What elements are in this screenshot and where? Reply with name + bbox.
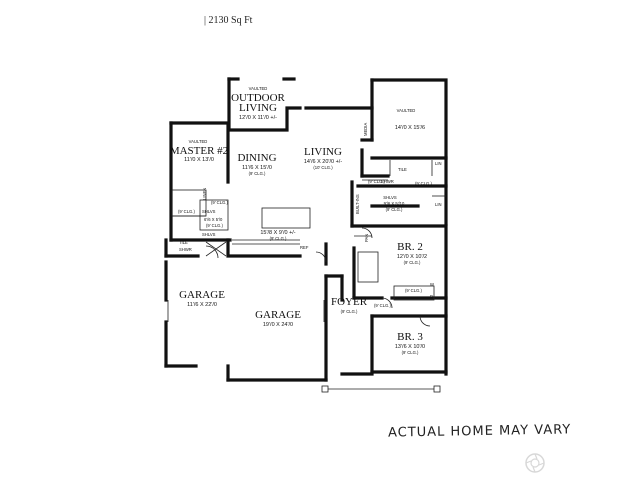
dining-name: DINING [237, 152, 276, 164]
linen-label: LINEN [202, 188, 207, 200]
kitchen-size: 15'/8 X 9'/0 +/- [260, 230, 295, 236]
garage-left-size: 11'/6 X 22'/0 [187, 302, 217, 308]
master2-tag: VAULTED [189, 139, 208, 144]
br2-name: BR. 2 [397, 241, 423, 253]
living-size: 14'/6 X 20'/0 +/- [304, 159, 343, 165]
outdoor-size: 12'/0 X 11'/0 +/- [239, 115, 277, 121]
tile-label-right: TILE [398, 167, 407, 172]
clg-label-bath-b: (9' CLG.) [415, 181, 432, 186]
walls [164, 77, 448, 382]
outdoor-name-line1: OUTDOOR [231, 92, 285, 104]
clg-label-bath-a: (9' CLG.) [368, 179, 385, 184]
lin-label-lower: LIN [435, 202, 442, 207]
disclaimer-note: ACTUAL HOME MAY VARY [387, 422, 572, 441]
dryer-label: D [430, 294, 433, 299]
br3-name: BR. 3 [397, 331, 423, 343]
media-label: MEDIA [363, 123, 368, 136]
foyer-name: FOYER [331, 296, 368, 308]
shlvs-main-size: 9'/6 X 5'/10 [384, 201, 405, 206]
vaulted-room-size: 14'/0 X 15'/6 [395, 125, 425, 131]
shlvs-label-a: SHLVS [202, 209, 216, 214]
br3-size: 13'/6 X 10'/0 [395, 344, 425, 350]
garage-main-size: 19'/0 X 24'/0 [263, 322, 293, 328]
clg-label-hall: (9' CLG.) [374, 303, 391, 308]
shlvs-main-name: SHLVS [383, 195, 397, 200]
vaulted-room-tag: VAULTED [397, 108, 416, 113]
garage-left-name: GARAGE [179, 289, 225, 301]
br2-size: 12'/0 X 10'/2 [397, 254, 427, 260]
builtins-label: BUILT-INS [355, 194, 360, 214]
shlvs-label-b: SHLVS [202, 232, 216, 237]
pan-label: PAN [364, 234, 369, 242]
foyer-clg: (9' CLG.) [341, 309, 358, 314]
closet-size-label: 6'/6 X 5'/0 [204, 217, 223, 222]
shlvs-main-clg: (9' CLG.) [386, 207, 403, 212]
plan-area-header: | 2130 Sq Ft [204, 15, 253, 26]
clg-label-laundry: (9' CLG.) [405, 288, 422, 293]
interior-details [167, 160, 446, 393]
living-name: LIVING [304, 146, 342, 158]
outdoor-name-line2: LIVING [239, 102, 277, 114]
lin-label-upper: LIN [435, 161, 442, 166]
dining-size: 11'/6 X 15'/0 [242, 165, 272, 171]
dining-clg: (9' CLG.) [249, 171, 266, 176]
br3-clg: (9' CLG.) [402, 350, 419, 355]
shwr-label-right: SHWR [381, 179, 394, 184]
outdoor-vaulted-tag: VAULTED [249, 86, 268, 91]
aperture-watermark-icon [525, 453, 545, 473]
clg-label-closet: (9' CLG.) [206, 223, 223, 228]
garage-main-name: GARAGE [255, 309, 301, 321]
clg-label-master-closet: (9' CLG.) [211, 200, 228, 205]
washer-label: W [430, 282, 434, 287]
fixture-labels: MEDIA LIN LIN TILE SHWR (9' CLG.) (9' CL… [178, 123, 442, 308]
master2-size: 11'/0 X 13'/0 [184, 157, 214, 163]
master2-name: MASTER #2 [170, 145, 228, 157]
ref-label: REF [300, 245, 309, 250]
clg-label-master-bath: (9' CLG.) [178, 209, 195, 214]
kitchen-clg: (9' CLG.) [270, 236, 287, 241]
room-labels: VAULTED OUTDOOR LIVING 12'/0 X 11'/0 +/-… [170, 86, 427, 355]
tile-label-left: TILE [179, 240, 188, 245]
living-clg: (10' CLG.) [313, 165, 333, 170]
br2-clg: (9' CLG.) [404, 260, 421, 265]
shwr-label-left: SHWR [179, 247, 192, 252]
